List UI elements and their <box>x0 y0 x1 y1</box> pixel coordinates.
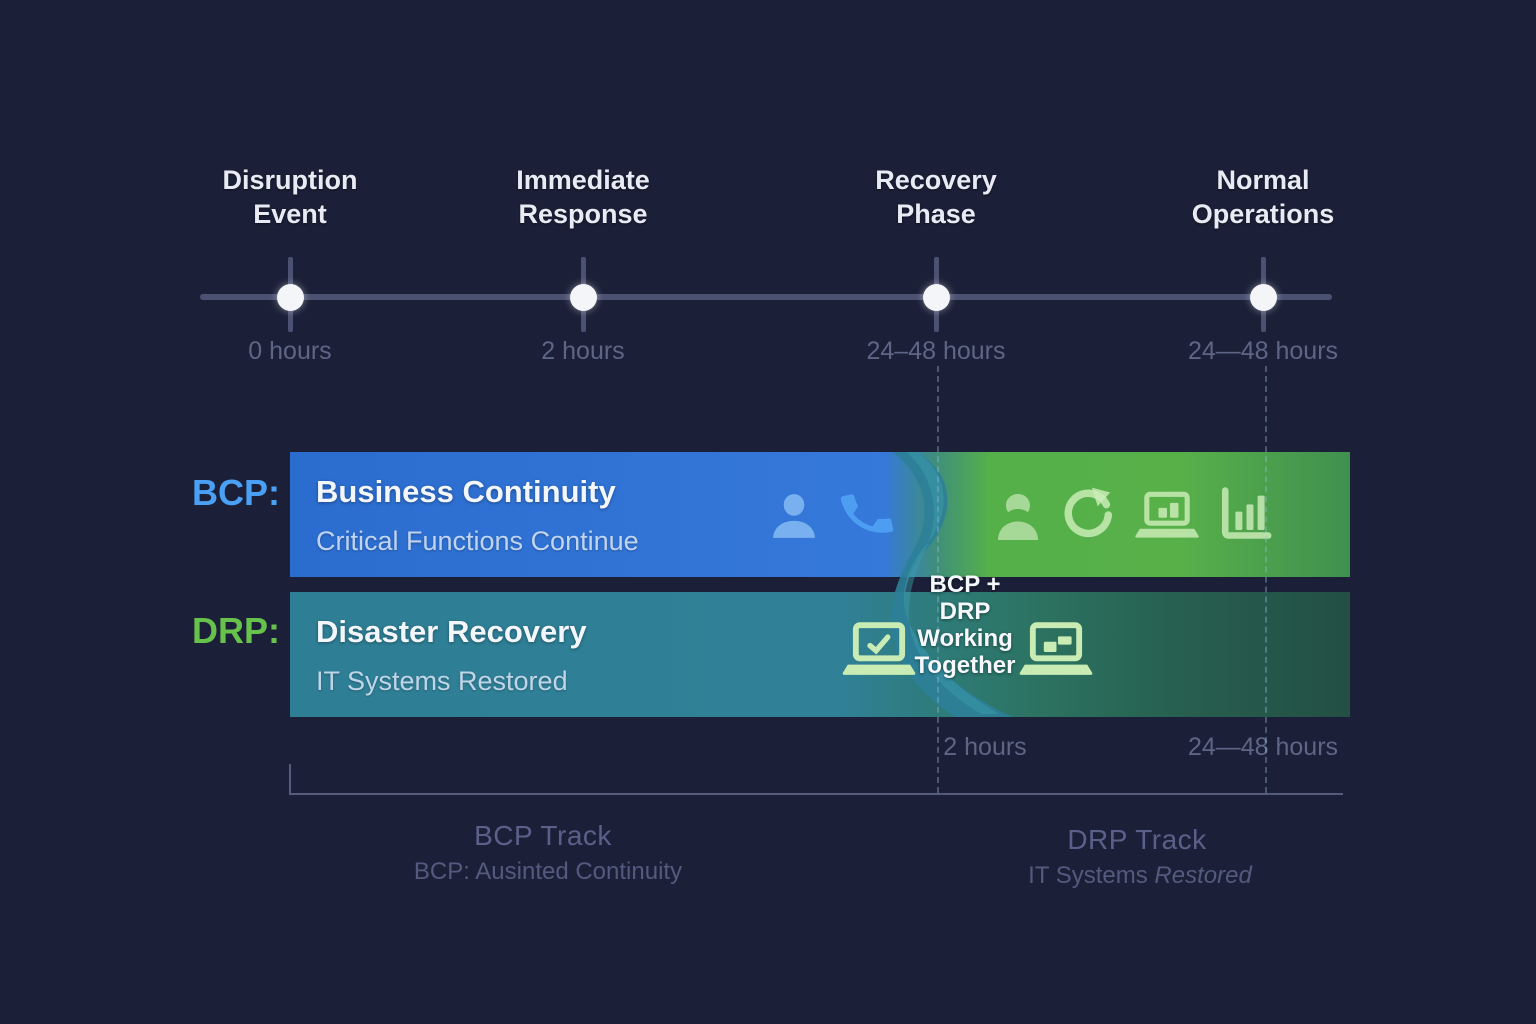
bcp-track-title: BCP Track <box>474 820 612 851</box>
timeline-tick <box>934 257 939 294</box>
milestone-dot-immediate <box>570 284 597 311</box>
bcp-drp-ribbon <box>891 452 1013 717</box>
drp-track-subtitle-text: IT Systems <box>1028 862 1155 889</box>
timeline-tick <box>934 300 939 332</box>
drp-track-subtitle: IT Systems Restored <box>910 862 1370 890</box>
milestone-time-disruption: 0 hours <box>248 337 332 365</box>
bcp-bar-title: Business Continuity <box>316 474 616 509</box>
footer-bracket-vertical <box>289 764 291 794</box>
milestone-label-normal: Normal Operations <box>1191 165 1335 229</box>
bcp-bar-subtitle: Critical Functions Continue <box>316 526 639 556</box>
overlap-label: BCP + DRP Working Together <box>914 571 1016 679</box>
timeline-tick <box>288 300 293 332</box>
bcp-side-label: BCP: <box>192 472 280 513</box>
milestone-time-immediate: 2 hours <box>541 337 625 365</box>
milestone-label-immediate: Immediate Response <box>516 165 650 229</box>
bcp-track-subtitle: BCP: Ausinted Continuity <box>413 858 683 885</box>
drp-track-subtitle-emphasis: Restored <box>1154 862 1252 889</box>
drp-bar-title: Disaster Recovery <box>316 614 587 649</box>
milestone-time-normal: 24—48 hours <box>1187 337 1339 365</box>
milestone-label-disruption: Disruption Event <box>222 165 358 229</box>
timeline-axis <box>200 294 1332 300</box>
drp-bar-subtitle: IT Systems Restored <box>316 666 568 696</box>
milestone-dot-normal <box>1250 284 1277 311</box>
drp-side-label: DRP: <box>192 610 280 651</box>
milestone-label-recovery: Recovery Phase <box>875 165 997 229</box>
laptop-check-icon <box>840 620 918 680</box>
milestone-dot-disruption <box>277 284 304 311</box>
footer-bracket-horizontal <box>289 793 1343 795</box>
bar-chart-icon <box>1217 485 1275 543</box>
footer-time-2hours: 2 hours <box>943 733 1027 761</box>
timeline-tick <box>581 257 586 294</box>
laptop-chart-icon <box>1133 490 1201 542</box>
laptop-files-icon <box>1017 620 1095 680</box>
timeline-tick <box>1261 257 1266 294</box>
refresh-icon <box>1059 485 1117 543</box>
guide-line-24-48hours <box>1265 366 1267 793</box>
guide-line-2hours <box>937 366 939 793</box>
timeline-tick <box>1261 300 1266 332</box>
footer-time-24-48hours: 24—48 hours <box>1187 733 1339 761</box>
drp-bar: Disaster Recovery IT Systems Restored <box>290 592 1350 717</box>
phone-icon <box>831 478 902 549</box>
user-icon <box>988 486 1048 546</box>
timeline-tick <box>581 300 586 332</box>
drp-track-title: DRP Track <box>1067 824 1207 855</box>
milestone-dot-recovery <box>923 284 950 311</box>
milestone-time-recovery: 24–48 hours <box>866 337 1006 365</box>
timeline-tick <box>288 257 293 294</box>
person-icon <box>766 488 822 544</box>
